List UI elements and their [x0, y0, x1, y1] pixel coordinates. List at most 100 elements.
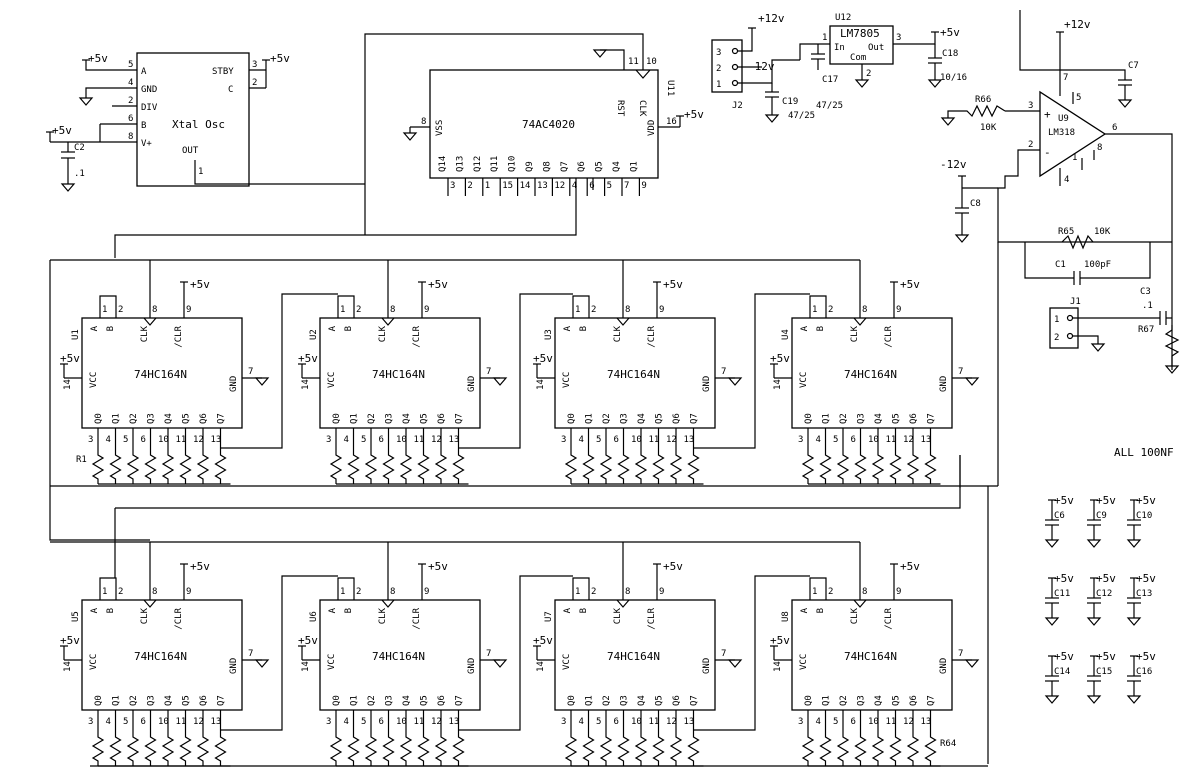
counter-output-num: 15: [502, 181, 513, 191]
vcc-supply-label: +5v: [770, 634, 790, 647]
shift-register-output-num: 11: [886, 717, 897, 727]
shift-register-top-pin-num: 2: [828, 305, 833, 315]
shift-register-output-num: 12: [666, 717, 677, 727]
counter-output-name: Q10: [508, 156, 518, 172]
shift-register-top-pin-name: B: [106, 608, 116, 613]
pull-resistor: [434, 732, 448, 766]
shift-register-output-name: Q0: [332, 413, 342, 424]
shift-register-output-name: Q2: [602, 695, 612, 706]
osc-out-num: 1: [198, 167, 203, 177]
shift-register-output-num: 5: [833, 717, 838, 727]
pull-resistor: [854, 732, 867, 766]
ab-tie: [99, 577, 117, 582]
osc-a-supply: +5v: [88, 52, 108, 65]
shift-register-top-pin-name: /CLR: [647, 607, 657, 629]
regulator-out: Out: [868, 43, 884, 53]
shift-register-output-name: Q1: [585, 413, 595, 424]
shift-register-output-num: 3: [88, 717, 93, 727]
regulator-pin-com: 2: [866, 69, 871, 79]
decoupling-capacitors: +5vC6+5vC9+5vC10+5vC11+5vC12+5vC13+5vC14…: [1044, 494, 1156, 704]
counter-output-name: Q1: [629, 161, 639, 172]
shift-register-body: [791, 599, 953, 711]
counter-rst-num: 11: [628, 57, 639, 67]
counter-output-name: Q6: [577, 161, 587, 172]
shift-register-output-num: 5: [123, 717, 128, 727]
shift-register-top-pin-name: B: [579, 608, 589, 613]
shift-register-output-num: 5: [596, 435, 601, 445]
shift-register-top-pin-num: 9: [896, 305, 901, 315]
c1-value: 100pF: [1084, 260, 1111, 270]
shift-register-output-name: Q7: [690, 413, 700, 424]
counter-part: 74AC4020: [522, 118, 575, 131]
vcc-pin-name: VCC: [562, 372, 572, 388]
opamp-supply-m12: -12v: [940, 158, 967, 171]
ground-symbol: [492, 659, 508, 668]
shift-register-body: [554, 599, 716, 711]
j2-pin-3: 3: [716, 48, 721, 58]
cap-supply-label: +5v: [1096, 572, 1116, 585]
shift-register-output-num: 6: [614, 435, 619, 445]
shift-register-output-num: 10: [396, 435, 407, 445]
shift-register-output-name: Q1: [112, 695, 122, 706]
pull-resistor: [599, 732, 613, 766]
pull-resistor: [854, 450, 867, 484]
regulator-pin-in: 1: [822, 33, 827, 43]
shift-register-body: [791, 317, 953, 429]
ground-symbol: [727, 377, 743, 386]
shift-register-output-num: 4: [816, 717, 821, 727]
shift-register-output-name: Q7: [455, 695, 465, 706]
pull-resistor: [652, 732, 665, 766]
vcc-pin-name: VCC: [799, 372, 809, 388]
vcc-pin-name: VCC: [89, 654, 99, 670]
shift-register-output-num: 3: [326, 435, 331, 445]
c7-label: C7: [1128, 61, 1139, 71]
pull-resistor: [417, 450, 430, 484]
vcc-supply-label: +5v: [533, 352, 553, 365]
r67-label: R67: [1138, 325, 1154, 335]
j2-ref: J2: [732, 101, 743, 111]
counter-output-num: 6: [589, 181, 594, 191]
vcc-pin-name: VCC: [89, 372, 99, 388]
clr-supply-label: +5v: [190, 560, 210, 573]
clr-supply-label: +5v: [663, 278, 683, 291]
pull-resistor: [399, 732, 413, 766]
ab-tie: [572, 295, 590, 300]
opamp-minus: -: [1044, 146, 1051, 159]
shift-register-top-pin-name: CLK: [850, 325, 860, 342]
shift-register-output-name: Q5: [655, 695, 665, 706]
pull-resistor: [196, 732, 210, 766]
c17-label: C17: [822, 75, 838, 85]
shift-register-output-name: Q5: [182, 413, 192, 424]
cascade-wire: [458, 293, 573, 449]
vcc-pin-num: 14: [773, 661, 783, 672]
oscillator-name: Xtal Osc: [172, 118, 225, 131]
shift-register-output-num: 11: [649, 435, 660, 445]
gnd-pin-name: GND: [229, 658, 239, 674]
counter-output-num: 5: [607, 181, 612, 191]
shift-register-ref: U7: [544, 611, 554, 622]
pull-resistor: [91, 450, 105, 484]
clock-marker: [853, 317, 867, 326]
cap-supply-label: +5v: [1136, 572, 1156, 585]
c2-label: C2: [74, 143, 85, 153]
shift-register-output-name: Q0: [804, 413, 814, 424]
osc-vplus-supply: +5v: [52, 124, 72, 137]
shift-register-output-name: Q0: [94, 695, 104, 706]
shift-register-output-num: 6: [851, 435, 856, 445]
shift-register-top-pin-name: /CLR: [174, 325, 184, 347]
osc-pin-name-div: DIV: [141, 103, 158, 113]
shift-register-output-name: Q3: [147, 413, 157, 424]
osc-stby-supply: +5v: [270, 52, 290, 65]
cap-supply-label: +5v: [1136, 494, 1156, 507]
vcc-supply-label: +5v: [298, 352, 318, 365]
shift-register-output-num: 12: [193, 435, 204, 445]
counter-output-name: Q13: [455, 156, 465, 172]
shift-register-output-name: Q1: [822, 413, 832, 424]
shift-register-top-pin-num: 1: [340, 587, 345, 597]
shift-register-ref: U3: [544, 329, 554, 340]
osc-pin-num-gnd: 4: [128, 78, 133, 88]
shift-register-top-pin-name: A: [90, 325, 100, 331]
shift-register-output-name: Q6: [909, 695, 919, 706]
